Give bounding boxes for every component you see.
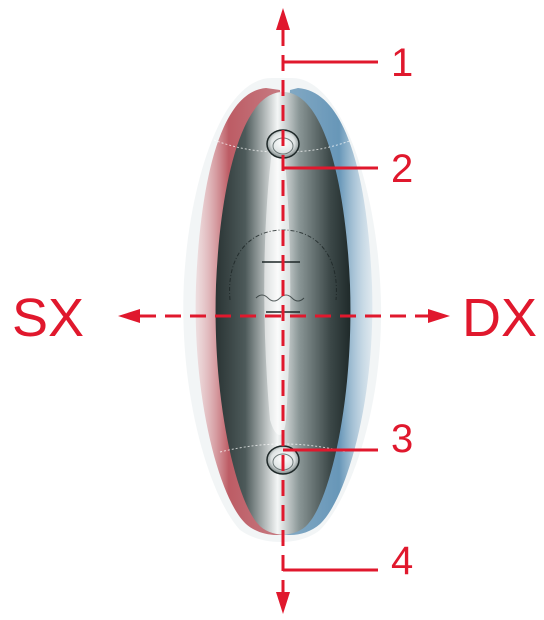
right-direction-label: DX (462, 288, 537, 348)
left-arrow-icon (118, 309, 140, 323)
callout-3-label: 3 (391, 417, 413, 461)
right-arrow-icon (428, 309, 450, 323)
body-highlight (264, 150, 291, 435)
up-arrow-icon (276, 8, 290, 30)
bottom-dotted-contour (219, 443, 347, 453)
top-dotted-contour (213, 139, 353, 153)
down-arrow-icon (276, 592, 290, 614)
callout-1-label: 1 (391, 41, 413, 85)
center-dial-script (255, 294, 305, 302)
callout-2-label: 2 (391, 147, 413, 191)
callout-4-label: 4 (391, 539, 413, 583)
left-direction-label: SX (12, 288, 84, 348)
